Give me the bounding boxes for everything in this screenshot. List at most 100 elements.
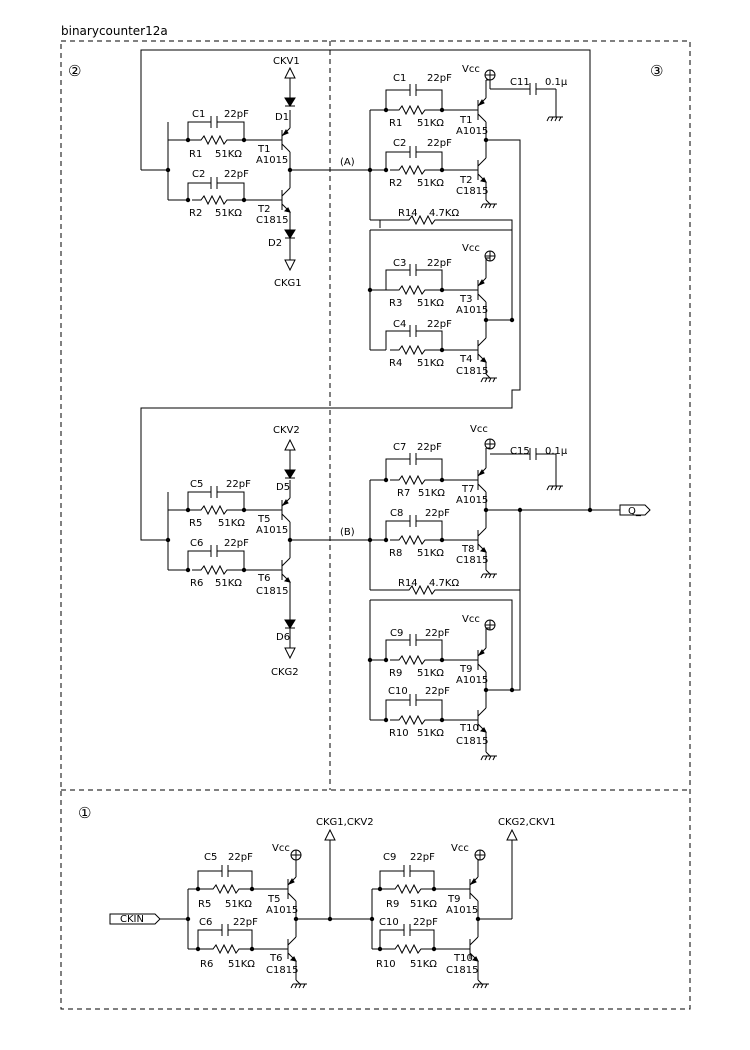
label-c9-val-bottom: 22pF — [410, 852, 435, 863]
label-c1815-t8: C1815 — [456, 555, 488, 566]
label-t7: T7 — [461, 484, 474, 495]
label-c10: C10 — [388, 686, 408, 697]
label-t1-right: T1 — [459, 115, 472, 126]
stage-clock-input — [109, 829, 518, 989]
label-r10: R10 — [389, 728, 409, 739]
input-ckin-flag — [109, 913, 161, 925]
label-ckv1: CKV1 — [273, 56, 300, 67]
label-r10-val-bottom: 51KΩ — [410, 959, 437, 970]
label-t10-bottom: T10 — [453, 953, 473, 964]
label-r9-val-bottom: 51KΩ — [410, 899, 437, 910]
stage-t1-t2 — [140, 49, 591, 510]
outer-frame — [60, 40, 691, 1010]
label-vcc-t3: Vcc — [462, 243, 480, 254]
label-c7-val: 22pF — [417, 442, 442, 453]
label-ckg1-ckv2: CKG1,CKV2 — [316, 817, 374, 828]
section-label-3: ③ — [650, 62, 663, 80]
label-r9-bottom: R9 — [386, 899, 399, 910]
label-r14-upper: R14 — [398, 208, 418, 219]
label-q-out: Q_ — [628, 506, 642, 517]
label-c1-val-left: 22pF — [224, 109, 249, 120]
label-r8: R8 — [389, 548, 402, 559]
label-a1015-t9: A1015 — [456, 675, 488, 686]
label-c6-left: C6 — [190, 538, 203, 549]
label-c15: C15 — [510, 446, 530, 457]
label-r5-val-left: 51KΩ — [218, 518, 245, 529]
label-c7: C7 — [393, 442, 406, 453]
label-r14-val-upper: 4.7KΩ — [429, 208, 459, 219]
label-a1015-t9-bottom: A1015 — [446, 905, 478, 916]
label-t5-left: T5 — [257, 514, 270, 525]
label-c1815-t2-left: C1815 — [256, 215, 288, 226]
label-d6: D6 — [276, 632, 290, 643]
label-net-b: (B) — [340, 527, 355, 538]
label-c1815-t10-bottom: C1815 — [446, 965, 478, 976]
section-label-2: ② — [68, 62, 81, 80]
label-vcc-t9: Vcc — [462, 614, 480, 625]
label-vcc-t1: Vcc — [462, 64, 480, 75]
label-a1015-t1-left: A1015 — [256, 155, 288, 166]
label-r10-bottom: R10 — [376, 959, 396, 970]
label-a1015-t5-bottom: A1015 — [266, 905, 298, 916]
label-r10-val: 51KΩ — [417, 728, 444, 739]
label-r8-val: 51KΩ — [417, 548, 444, 559]
output-q-flag — [619, 504, 651, 516]
label-ckin: CKIN — [120, 914, 144, 925]
label-t5-bottom: T5 — [267, 894, 280, 905]
label-c8-val: 22pF — [425, 508, 450, 519]
label-r6-val-left: 51KΩ — [215, 578, 242, 589]
label-vcc-t9-bottom: Vcc — [451, 843, 469, 854]
label-t9-bottom: T9 — [447, 894, 460, 905]
label-ckg2: CKG2 — [271, 667, 299, 678]
label-c5-left: C5 — [190, 479, 203, 490]
label-r3-val: 51KΩ — [417, 298, 444, 309]
label-c8: C8 — [390, 508, 403, 519]
label-c2-val-right: 22pF — [427, 138, 452, 149]
label-c5-val-bottom: 22pF — [228, 852, 253, 863]
label-r4: R4 — [389, 358, 402, 369]
label-r7-val: 51KΩ — [418, 488, 445, 499]
label-c10-val-bottom: 22pF — [413, 917, 438, 928]
stage-right-lower — [367, 438, 651, 761]
label-r1-right: R1 — [389, 118, 402, 129]
label-r6-left: R6 — [190, 578, 203, 589]
label-c11: C11 — [510, 77, 530, 88]
label-c9-val: 22pF — [425, 628, 450, 639]
label-a1015-t1-right: A1015 — [456, 126, 488, 137]
label-c2-right: C2 — [393, 138, 406, 149]
section-label-1: ① — [78, 804, 91, 822]
label-c1815-t6-bottom: C1815 — [266, 965, 298, 976]
label-r1-val-left: 51KΩ — [215, 149, 242, 160]
label-d5: D5 — [276, 482, 290, 493]
stage-t5-t6 — [165, 439, 370, 659]
label-c2-val-left: 22pF — [224, 169, 249, 180]
label-c9: C9 — [390, 628, 403, 639]
label-net-a: (A) — [340, 157, 355, 168]
label-r14-val-lower: 4.7KΩ — [429, 578, 459, 589]
label-c4-val: 22pF — [427, 319, 452, 330]
label-r5-val-bottom: 51KΩ — [225, 899, 252, 910]
label-vcc-t7: Vcc — [470, 424, 488, 435]
label-r2-right: R2 — [389, 178, 402, 189]
label-r2-val-left: 51KΩ — [215, 208, 242, 219]
label-t6-bottom: T6 — [269, 953, 282, 964]
label-c6-val-left: 22pF — [224, 538, 249, 549]
label-c1815-t10: C1815 — [456, 736, 488, 747]
label-t10: T10 — [459, 723, 479, 734]
label-r9: R9 — [389, 668, 402, 679]
label-c5-bottom: C5 — [204, 852, 217, 863]
label-c5-val-left: 22pF — [226, 479, 251, 490]
label-t1-left: T1 — [257, 144, 270, 155]
label-r1-left: R1 — [189, 149, 202, 160]
diagram-title: binarycounter12a — [61, 24, 168, 38]
label-t4: T4 — [459, 354, 472, 365]
label-c4: C4 — [393, 319, 406, 330]
label-ckg2-ckv1: CKG2,CKV1 — [498, 817, 556, 828]
label-r5-bottom: R5 — [198, 899, 211, 910]
label-r3: R3 — [389, 298, 402, 309]
label-c1-left: C1 — [192, 109, 205, 120]
label-t9: T9 — [459, 664, 472, 675]
label-c1815-t6-left: C1815 — [256, 586, 288, 597]
label-r4-val: 51KΩ — [417, 358, 444, 369]
